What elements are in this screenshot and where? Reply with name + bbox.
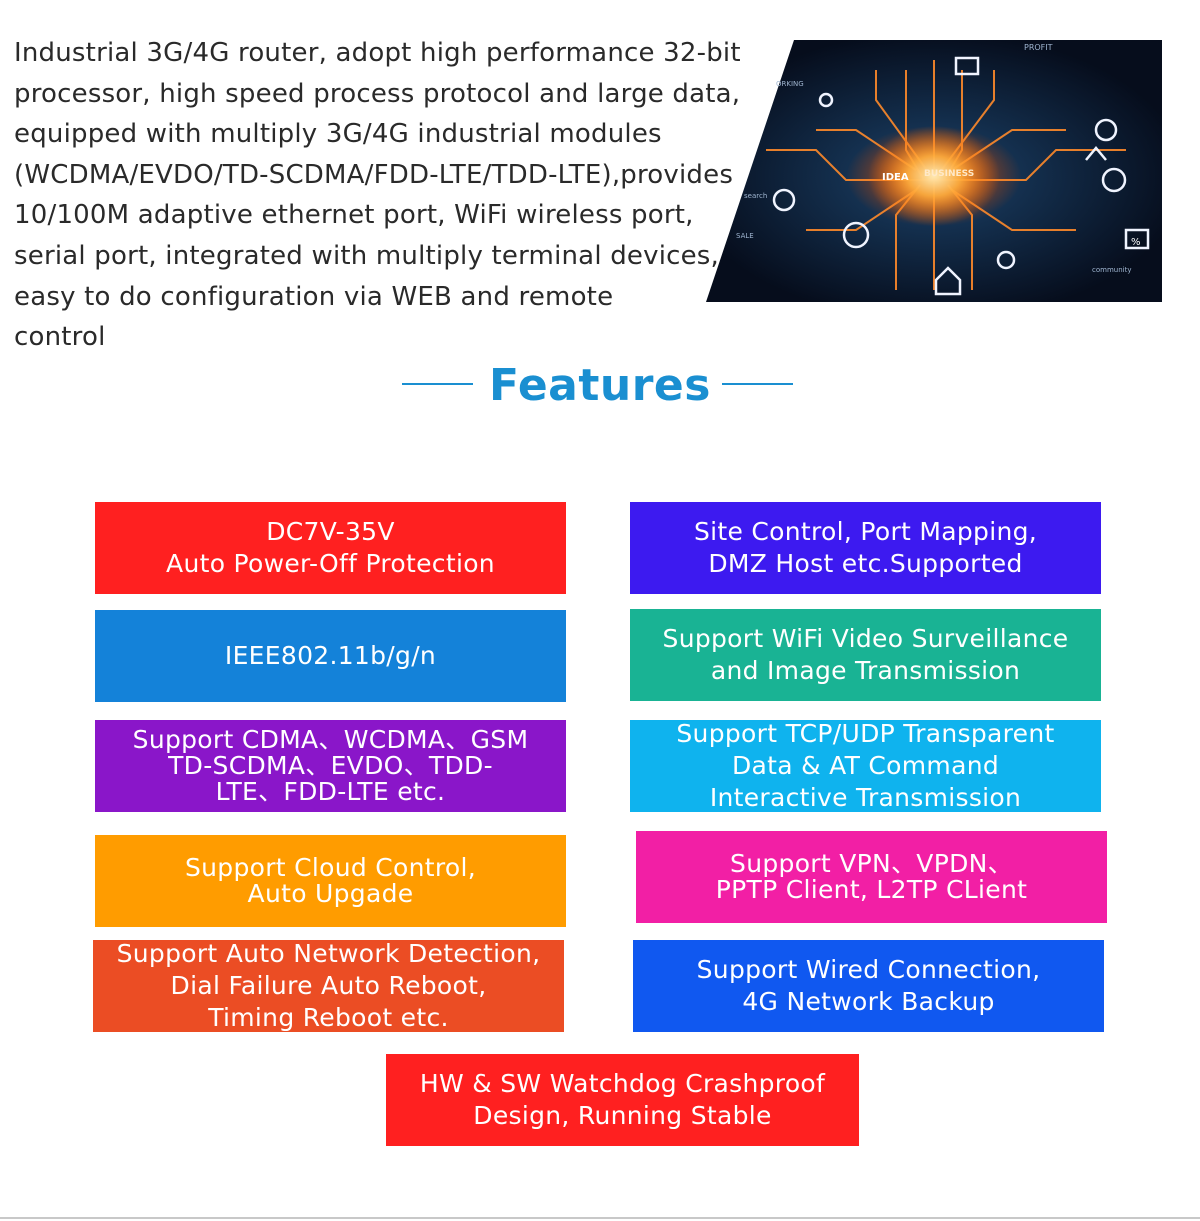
feature-line: Data & AT Command xyxy=(731,751,1000,780)
feature-line: DC7V-35V xyxy=(266,517,395,546)
intro-line: processor, high speed process protocol a… xyxy=(14,78,741,109)
feature-line: Support Cloud Control, xyxy=(184,853,477,882)
heading-rule-left xyxy=(402,383,473,385)
feature-box-wifi-standard: IEEE802.11b/g/n xyxy=(95,610,566,702)
community-label: community xyxy=(1092,266,1131,274)
feature-box-network-standards: Support CDMA、WCDMA、GSM TD-SCDMA、EVDO、TDD… xyxy=(95,720,566,812)
intro-line: (WCDMA/EVDO/TD-SCDMA/FDD-LTE/TDD-LTE),pr… xyxy=(14,159,734,190)
feature-line: Support Auto Network Detection, xyxy=(116,940,541,968)
circuit-illustration: IDEA BUSINESS PROFIT ORKING search SALE … xyxy=(706,40,1162,302)
feature-line: Support Wired Connection, xyxy=(696,955,1041,984)
feature-line: Site Control, Port Mapping, xyxy=(693,517,1038,546)
feature-box-watchdog: HW & SW Watchdog Crashproof Design, Runn… xyxy=(386,1054,859,1146)
feature-line: LTE、FDD-LTE etc. xyxy=(215,777,446,806)
intro-line: Industrial 3G/4G router, adopt high perf… xyxy=(14,38,741,68)
bottom-divider xyxy=(0,1217,1200,1219)
feature-box-vpn: Support VPN、VPDN、 PPTP Client, L2TP CLie… xyxy=(636,831,1107,923)
feature-box-transparent-transmission: Support TCP/UDP Transparent Data & AT Co… xyxy=(630,720,1101,812)
feature-line: Interactive Transmission xyxy=(709,783,1022,812)
feature-line: Support WiFi Video Surveillance xyxy=(662,624,1069,653)
circuit-brain-image: IDEA BUSINESS PROFIT ORKING search SALE … xyxy=(706,40,1162,302)
feature-line: and Image Transmission xyxy=(710,656,1021,685)
heading-rule-right xyxy=(722,383,793,385)
feature-line: DMZ Host etc.Supported xyxy=(708,549,1023,578)
feature-line: Support CDMA、WCDMA、GSM xyxy=(132,725,529,754)
feature-line: Timing Reboot etc. xyxy=(208,1003,449,1032)
feature-box-port-mapping: Site Control, Port Mapping, DMZ Host etc… xyxy=(630,502,1101,594)
feature-line: HW & SW Watchdog Crashproof xyxy=(419,1069,826,1098)
intro-line: control xyxy=(14,322,106,353)
feature-line: Auto Upgade xyxy=(247,879,414,908)
working-label: ORKING xyxy=(776,80,804,88)
feature-line: Design, Running Stable xyxy=(473,1101,772,1130)
feature-line: Support TCP/UDP Transparent xyxy=(676,720,1055,748)
features-heading: Features xyxy=(0,358,1200,414)
feature-box-cloud-control: Support Cloud Control, Auto Upgade xyxy=(95,835,566,927)
business-label: BUSINESS xyxy=(924,169,974,179)
features-title: Features xyxy=(489,360,711,411)
feature-line: 4G Network Backup xyxy=(742,987,995,1016)
intro-line: equipped with multiply 3G/4G industrial … xyxy=(14,119,662,150)
feature-box-power: DC7V-35V Auto Power-Off Protection xyxy=(95,502,566,594)
profit-label: PROFIT xyxy=(1024,43,1053,52)
search-label: search xyxy=(744,192,767,200)
intro-line: easy to do configuration via WEB and rem… xyxy=(14,281,614,312)
feature-line: TD-SCDMA、EVDO、TDD- xyxy=(168,751,493,780)
intro-line: 10/100M adaptive ethernet port, WiFi wir… xyxy=(14,200,694,231)
feature-line: PPTP Client, L2TP CLient xyxy=(715,875,1028,904)
intro-line: serial port, integrated with multiply te… xyxy=(14,240,720,271)
feature-line: Dial Failure Auto Reboot, xyxy=(170,971,487,1000)
idea-label: IDEA xyxy=(882,172,909,183)
feature-line: Support VPN、VPDN、 xyxy=(730,849,1013,878)
feature-box-wired-backup: Support Wired Connection, 4G Network Bac… xyxy=(633,940,1104,1032)
intro-paragraph: Industrial 3G/4G router, adopt high perf… xyxy=(14,33,774,358)
percent-label: % xyxy=(1131,237,1141,248)
feature-line: IEEE802.11b/g/n xyxy=(224,641,437,670)
sale-label: SALE xyxy=(736,232,754,240)
feature-box-auto-detection: Support Auto Network Detection, Dial Fai… xyxy=(93,940,564,1032)
feature-line: Auto Power-Off Protection xyxy=(166,549,495,578)
feature-box-video-surveillance: Support WiFi Video Surveillance and Imag… xyxy=(630,609,1101,701)
